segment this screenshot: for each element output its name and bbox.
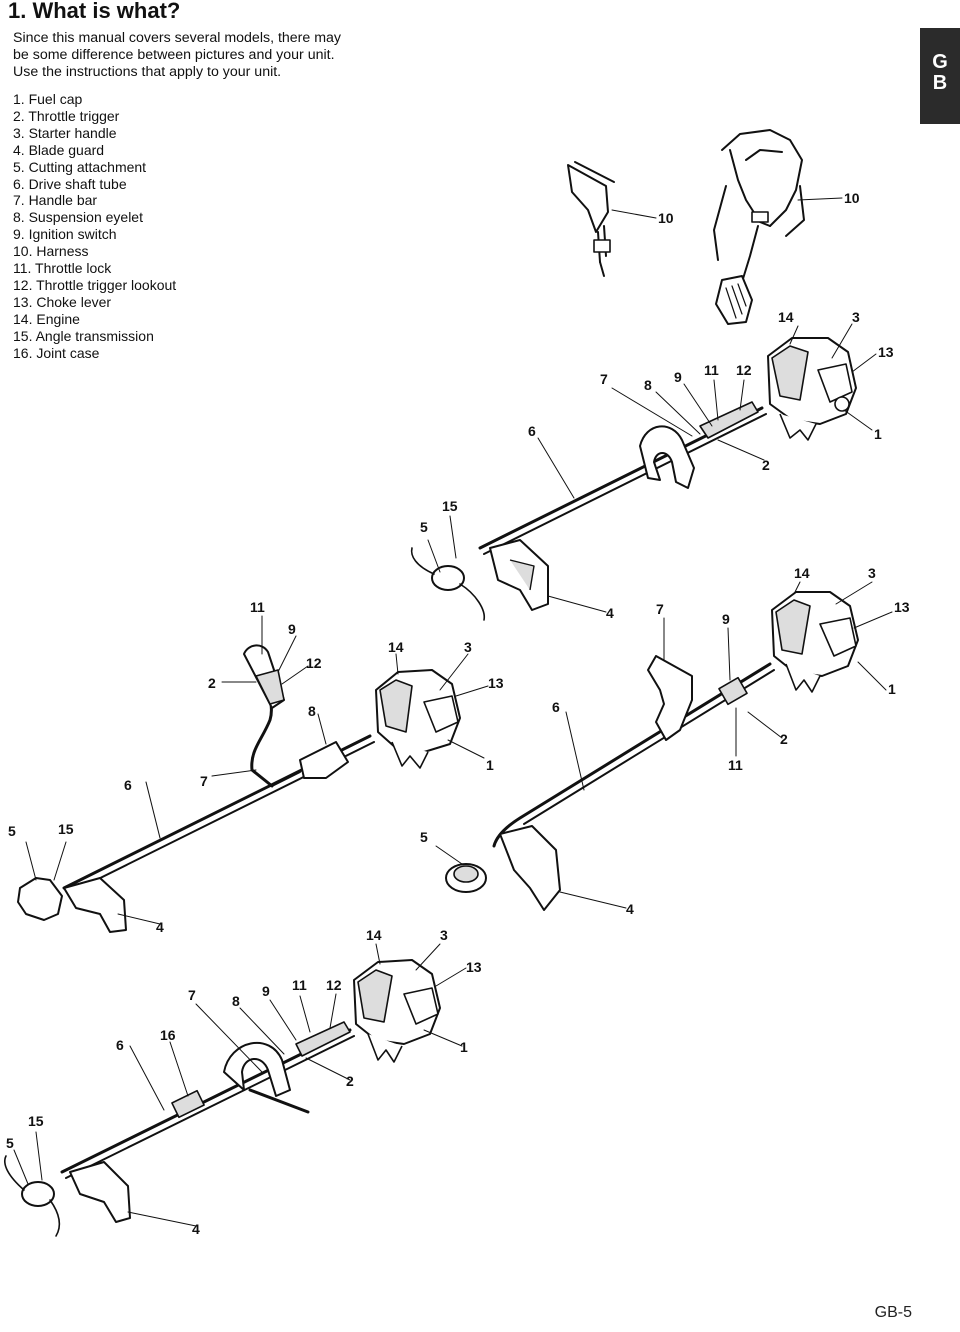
callout-number: 7	[200, 773, 208, 789]
callout-number: 2	[780, 731, 788, 747]
parts-list-item: 9. Ignition switch	[13, 226, 117, 243]
callout-number: 6	[124, 777, 132, 793]
callout-number: 7	[600, 371, 608, 387]
parts-list-item: 16. Joint case	[13, 344, 100, 361]
callout-number: 13	[466, 959, 482, 975]
callout-number: 12	[326, 977, 342, 993]
callout-number: 5	[420, 829, 428, 845]
callout-number: 1	[486, 757, 494, 773]
callout-number: 13	[488, 675, 504, 691]
callout-number: 7	[656, 601, 664, 617]
callout-number: 15	[442, 498, 458, 514]
callout-number: 14	[778, 309, 794, 325]
parts-list-item: 3. Starter handle	[13, 124, 117, 141]
parts-list-item: 14. Engine	[13, 310, 80, 327]
language-tab: G B	[920, 28, 960, 124]
parts-list-item: 10. Harness	[13, 243, 89, 260]
language-tab-letter: G	[932, 51, 948, 73]
callout-number: 4	[606, 605, 614, 621]
callout-number: 9	[288, 621, 296, 637]
parts-list-item: 4. Blade guard	[13, 141, 105, 158]
parts-list-item: 8. Suspension eyelet	[13, 209, 143, 226]
callout-number: 12	[306, 655, 322, 671]
page-title: 1. What is what?	[8, 0, 181, 23]
callout-number: 5	[6, 1135, 14, 1151]
parts-list-item: 12. Throttle trigger lookout	[13, 276, 177, 293]
callout-number: 13	[878, 344, 894, 360]
callout-number: 1	[460, 1039, 468, 1055]
parts-list-item: 15. Angle transmission	[13, 327, 154, 344]
parts-list-item: 5. Cutting attachment	[13, 158, 147, 175]
callout-number: 8	[308, 703, 316, 719]
callout-number: 3	[868, 565, 876, 581]
callout-number: 11	[704, 362, 719, 378]
intro-line: Since this manual covers several models,…	[13, 30, 342, 46]
trimmer-illustration	[17, 644, 461, 933]
callout-number: 8	[232, 993, 240, 1009]
callout-number: 12	[736, 362, 752, 378]
callout-number: 14	[366, 927, 382, 943]
trimmer-illustration	[410, 337, 857, 621]
callout-number: 14	[388, 639, 404, 655]
callout-number: 11	[250, 599, 265, 615]
callout-number: 4	[192, 1221, 200, 1237]
callout-number: 4	[626, 901, 634, 917]
callout-number: 15	[58, 821, 74, 837]
parts-list-item: 11. Throttle lock	[13, 260, 112, 277]
callout-number: 4	[156, 919, 164, 935]
callout-number: 6	[116, 1037, 124, 1053]
intro-line: be some difference between pictures and …	[13, 47, 335, 63]
trimmer-illustration	[4, 959, 441, 1237]
callout-number: 9	[722, 611, 730, 627]
callout-number: 14	[794, 565, 810, 581]
language-tab-letter: B	[932, 72, 948, 94]
callout-labels: 10 10 14 3 13 7 8 9 11 12 1 2 6 15 5 4 1…	[6, 190, 910, 1237]
callout-number: 6	[552, 699, 560, 715]
parts-list: 1. Fuel cap 2. Throttle trigger 3. Start…	[13, 91, 176, 362]
callout-number: 2	[762, 457, 770, 473]
leader-lines	[13, 197, 893, 1227]
full-harness-illustration	[713, 129, 805, 325]
intro-text: Since this manual covers several models,…	[13, 30, 373, 81]
callout-number: 2	[208, 675, 216, 691]
callout-number: 15	[28, 1113, 44, 1129]
callout-number: 9	[674, 369, 682, 385]
callout-number: 2	[346, 1073, 354, 1089]
callout-number: 9	[262, 983, 270, 999]
parts-list-item: 1. Fuel cap	[13, 91, 83, 107]
callout-number: 10	[844, 190, 860, 206]
callout-number: 1	[888, 681, 896, 697]
trimmer-illustration	[445, 591, 859, 911]
callout-number: 3	[464, 639, 472, 655]
callout-number: 13	[894, 599, 910, 615]
callout-number: 3	[440, 927, 448, 943]
callout-number: 1	[874, 426, 882, 442]
page-number: GB-5	[874, 1304, 912, 1321]
parts-list-item: 7. Handle bar	[13, 192, 98, 209]
parts-list-item: 6. Drive shaft tube	[13, 175, 127, 192]
callout-number: 16	[160, 1027, 176, 1043]
parts-list-item: 13. Choke lever	[13, 293, 112, 310]
callout-number: 11	[728, 757, 743, 773]
callout-number: 10	[658, 210, 674, 226]
intro-line: Use the instructions that apply to your …	[13, 64, 282, 80]
callout-number: 5	[8, 823, 16, 839]
callout-number: 11	[292, 977, 307, 993]
parts-list-item: 2. Throttle trigger	[13, 107, 120, 124]
callout-number: 7	[188, 987, 196, 1003]
harness-strap-illustration	[567, 161, 615, 277]
callout-number: 8	[644, 377, 652, 393]
callout-number: 5	[420, 519, 428, 535]
callout-number: 6	[528, 423, 536, 439]
callout-number: 3	[852, 309, 860, 325]
